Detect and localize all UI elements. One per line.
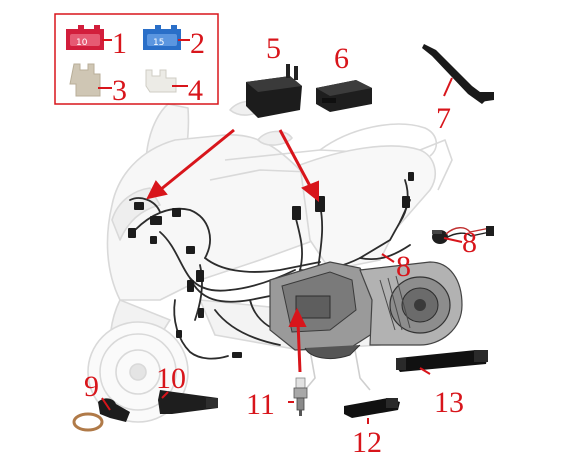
fuse-beige-icon [69,63,101,97]
strap-long-icon [396,350,488,372]
callout-12: 12 [352,426,382,459]
strap-short-icon [344,398,400,418]
fuse-box-frame [54,13,219,105]
callout-8-sensor: 8 [462,226,477,259]
control-module-icon [316,80,372,112]
relay-icon [246,64,302,118]
callout-5: 5 [266,32,281,65]
spark-plug-icon [293,377,308,416]
callout-2: 2 [190,27,205,60]
sensor-plug-icon [432,226,494,244]
callout-1: 1 [112,27,127,60]
fuse-clear-icon [145,69,177,93]
callout-7: 7 [436,102,451,135]
fuse-10a-rating: 10 [76,38,88,48]
callout-4: 4 [188,74,203,107]
fuse-15a-icon: 15 [143,25,181,50]
callout-numbers: 1 2 3 4 5 6 7 8 8 9 10 11 12 13 [84,27,477,459]
callout-9: 9 [84,370,99,403]
leader-lines [98,39,463,424]
fuse-10a-icon: 10 [66,25,104,50]
callout-13: 13 [434,386,464,419]
callout-6: 6 [334,42,349,75]
callout-11: 11 [246,388,275,421]
callout-3: 3 [112,74,127,107]
callout-10: 10 [156,362,186,395]
bracket-icon [158,390,218,414]
callout-8-harness: 8 [396,250,411,283]
fuse-15a-rating: 15 [153,38,164,48]
cable-tie-icon [422,44,494,104]
